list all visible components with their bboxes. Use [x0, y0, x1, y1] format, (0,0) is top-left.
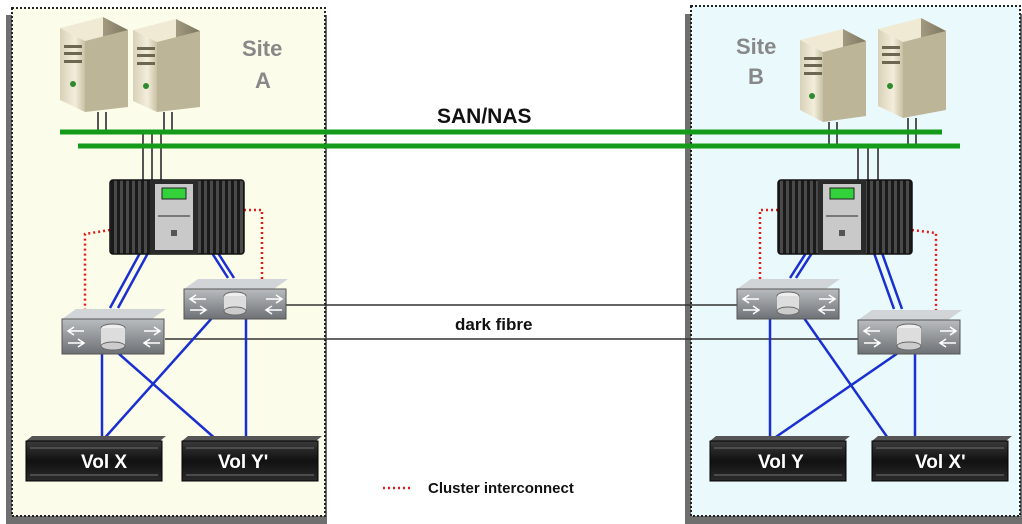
vol-x-prime-label: Vol X' [915, 452, 966, 473]
site-b-label-line2: B [748, 64, 764, 89]
fc-links [100, 252, 917, 443]
site-a-label-line2: A [255, 68, 271, 93]
server-tower-b1 [800, 29, 866, 122]
storage-controller-b [777, 179, 913, 255]
san-nas-bus [60, 129, 960, 149]
san-nas-label: SAN/NAS [437, 105, 532, 128]
site-a-label-line1: Site [242, 36, 282, 61]
disk-shelf-vol-y [709, 436, 850, 482]
site-b-label-line1: Site [736, 34, 776, 59]
disk-shelf-vol-x-prime [871, 436, 1012, 482]
vol-y-prime-label: Vol Y' [218, 452, 268, 473]
fc-switch-a1 [61, 309, 166, 355]
fc-switch-b2 [857, 310, 962, 355]
cluster-interconnect-links [83, 208, 938, 311]
disk-shelf-vol-x [25, 436, 166, 482]
dark-fibre-label: dark fibre [455, 315, 532, 334]
vol-x-label: Vol X [81, 452, 127, 473]
server-tower-a2 [133, 19, 200, 112]
storage-controller-a [109, 179, 245, 255]
vol-y-label: Vol Y [758, 452, 804, 473]
server-tower-b2 [878, 18, 946, 118]
disk-shelf-vol-y-prime [181, 436, 322, 482]
fc-switch-b1 [736, 279, 840, 320]
dark-fibre-links [165, 304, 858, 340]
legend-interconnect-label: Cluster interconnect [428, 480, 574, 497]
server-tower-a1 [60, 17, 128, 112]
fc-switch-a2 [183, 279, 288, 320]
